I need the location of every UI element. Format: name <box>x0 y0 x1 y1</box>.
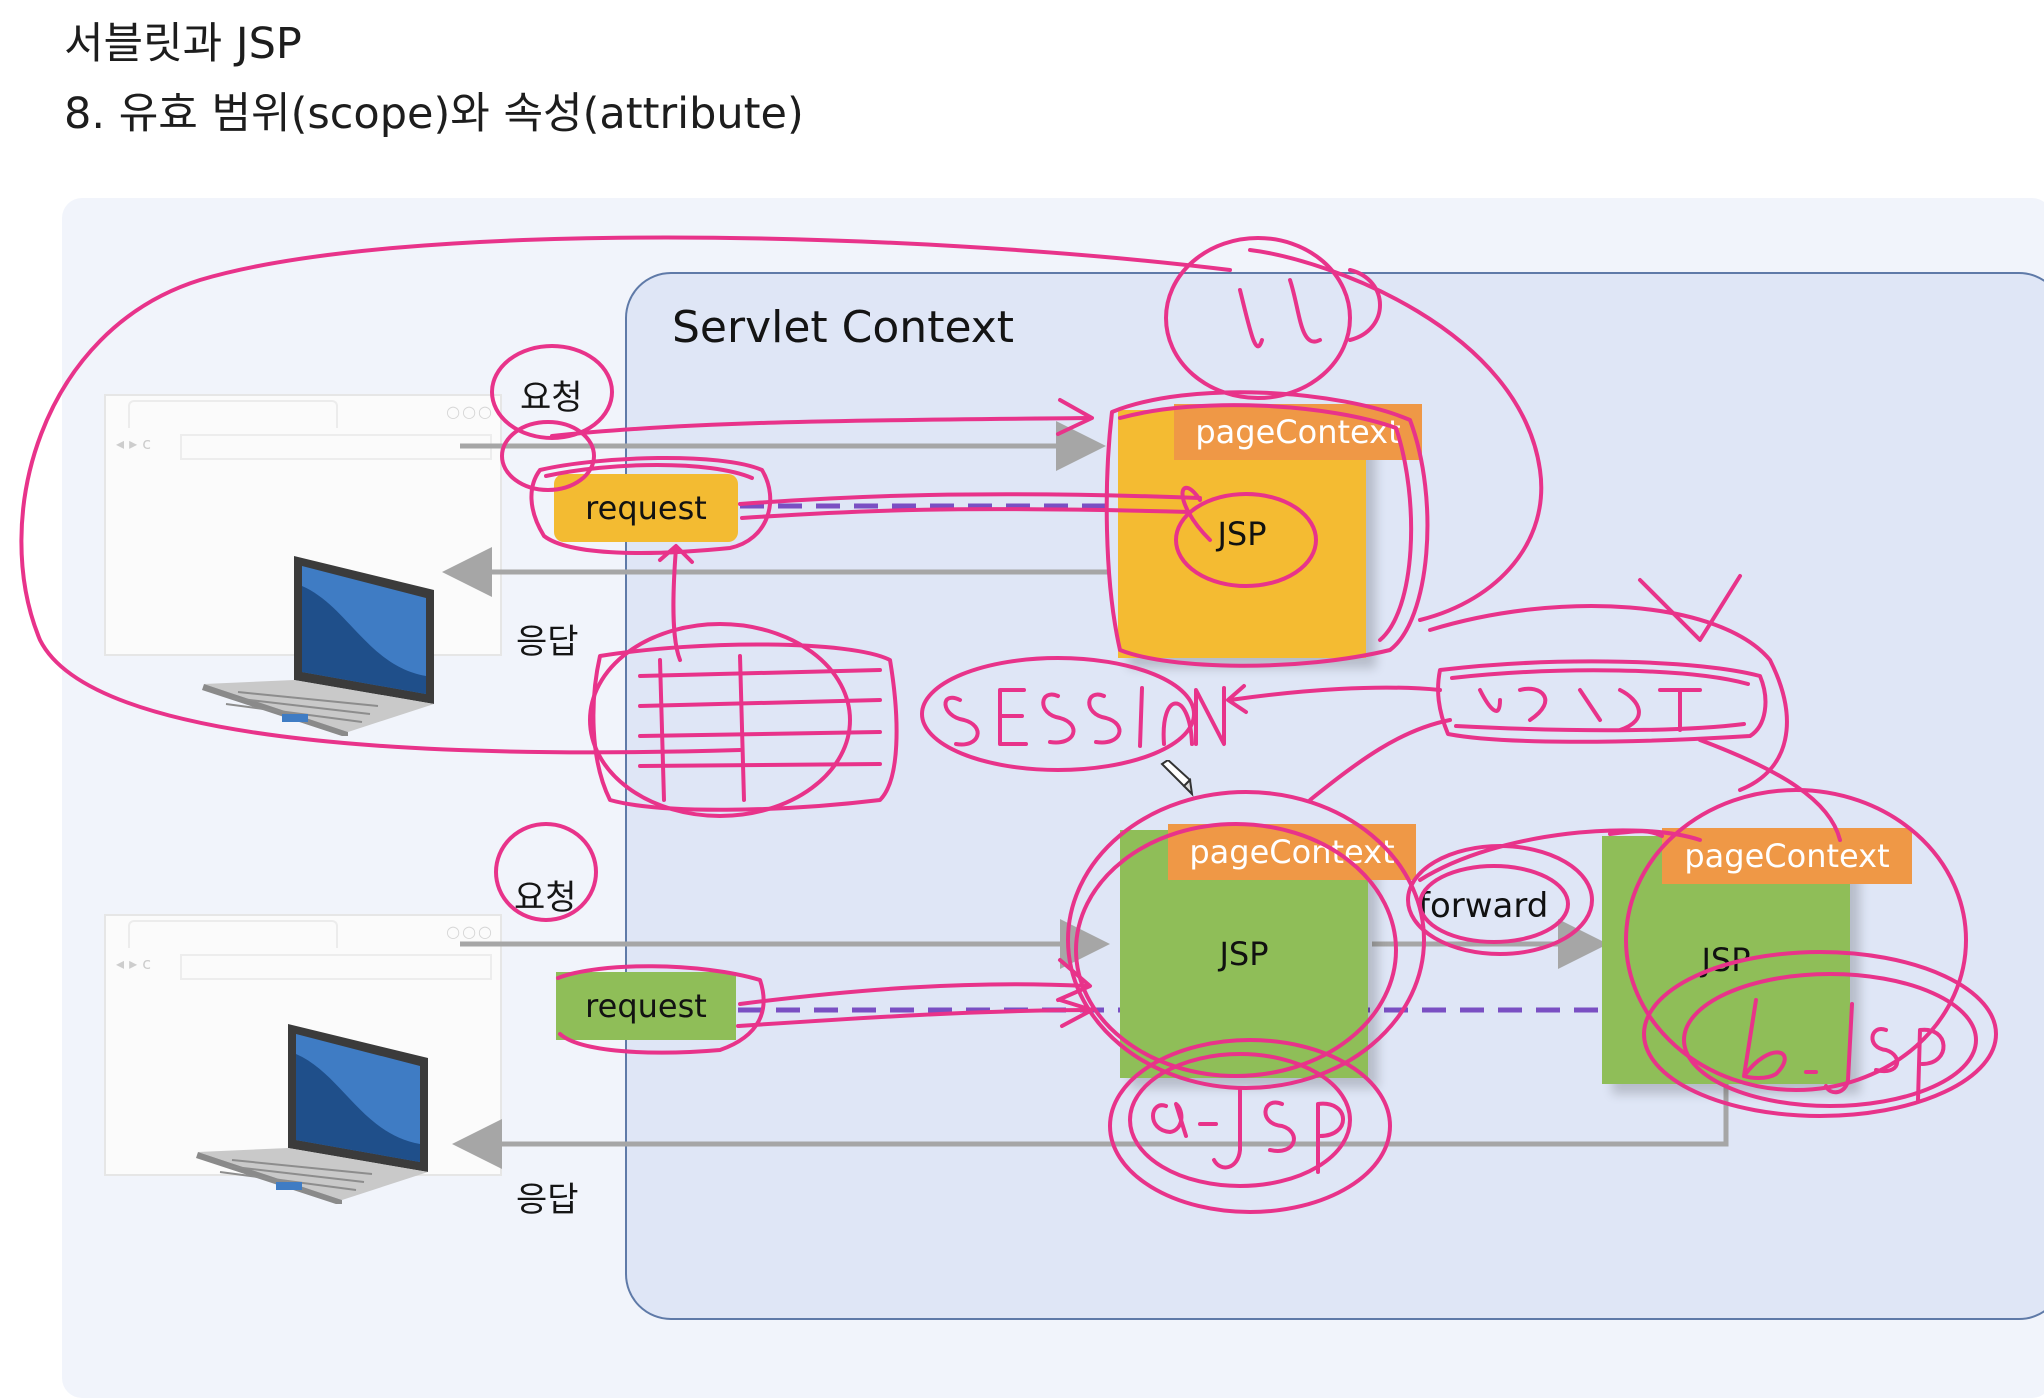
jsp-label: JSP <box>1217 515 1267 553</box>
jsp-label: JSP <box>1219 935 1269 973</box>
laptop-icon <box>196 1024 428 1204</box>
response-label-top: 응답 <box>516 622 579 662</box>
forward-label: forward <box>1418 886 1549 926</box>
lecture-title: 8. 유효 범위(scope)와 속성(attribute) <box>64 89 804 139</box>
window-controls-icon: ○○○ <box>446 922 494 941</box>
request-label-bottom: 요청 <box>514 878 577 918</box>
pen-cursor-icon <box>1160 760 1194 797</box>
browser-nav-icon: ◂ ▸ c <box>116 954 152 973</box>
page-context-b: pageContext <box>1662 828 1912 884</box>
request-label-top: 요청 <box>520 378 583 418</box>
page-context-a: pageContext <box>1168 824 1416 880</box>
course-title: 서블릿과 JSP <box>64 19 302 69</box>
page-context-top: pageContext <box>1174 404 1422 460</box>
laptop-icon <box>202 556 434 736</box>
jsp-label: JSP <box>1701 941 1751 979</box>
response-label-bottom: 응답 <box>516 1180 579 1220</box>
response-arrow-bottom <box>452 1080 1729 1169</box>
request-object-bottom: request <box>556 972 736 1040</box>
request-object-top: request <box>554 474 738 542</box>
